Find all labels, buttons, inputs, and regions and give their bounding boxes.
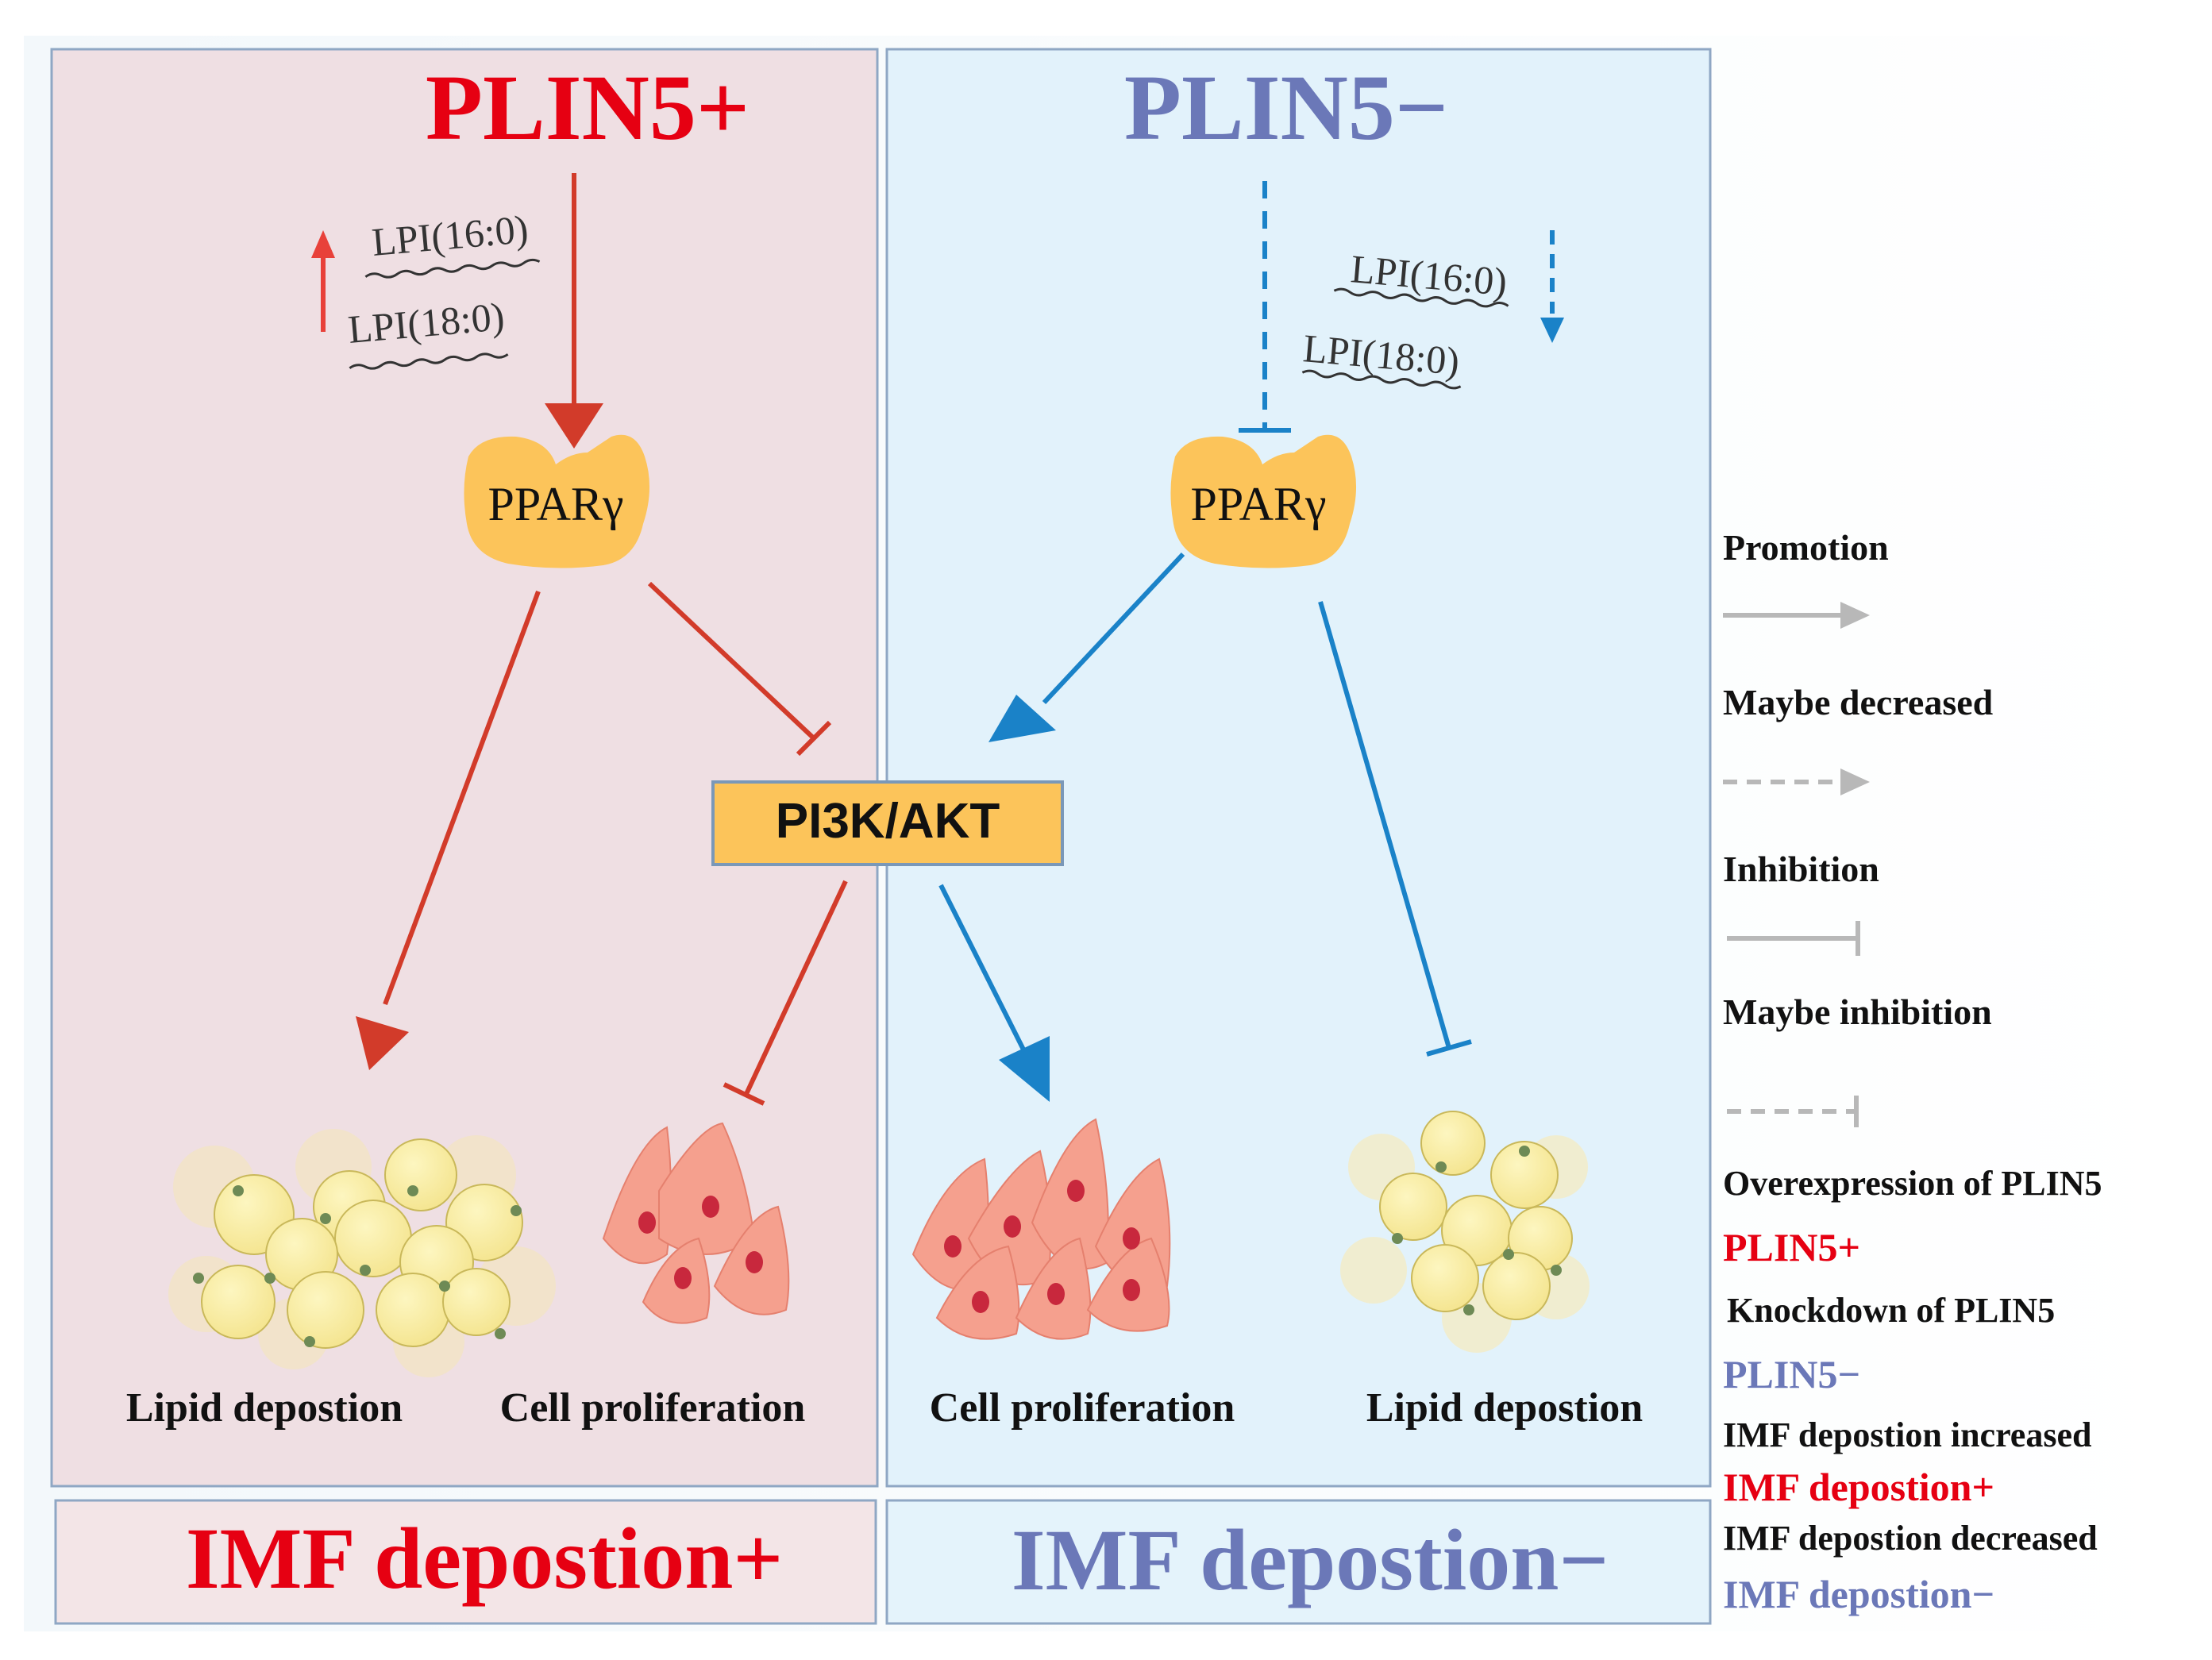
left-lipid-deposition-label: Lipid depostion (126, 1385, 403, 1431)
legend: Promotion Maybe decreased Inhibition May… (1723, 527, 2102, 1616)
right-pparg-receptor (1170, 434, 1357, 568)
right-ppar-inhibit-lipid (1318, 601, 1451, 1049)
right-ppar-to-pi3k-arrowhead (988, 695, 1056, 742)
legend-inhibition-label: Inhibition (1723, 849, 1879, 889)
left-panel-title: PLIN5+ (426, 56, 750, 160)
legend-imf-increased-label: IMF depostion increased (1723, 1415, 2091, 1454)
pi3k-akt-label: PI3K/AKT (776, 794, 1000, 849)
right-panel-title: PLIN5− (1124, 56, 1448, 160)
left-ppar-inhibit-pi3k (647, 581, 816, 741)
right-pi3k-to-prolif-arrow (938, 884, 1029, 1057)
right-pparg-label: PPARγ (1190, 478, 1326, 530)
right-lpi-18-underline (1301, 369, 1462, 390)
left-pi3k-inhibit-prolif-bar (723, 1082, 765, 1106)
legend-knockdown-label: Knockdown of PLIN5 (1727, 1291, 2055, 1330)
legend-overexpression-label: Overexpression of PLIN5 (1723, 1164, 2102, 1203)
left-ppar-to-lipid-arrow (383, 590, 541, 1006)
right-pi3k-to-prolif-arrowhead (999, 1036, 1050, 1102)
legend-maybe-inhibition-label: Maybe inhibition (1723, 992, 1992, 1032)
left-footer-label: IMF depostion+ (186, 1510, 783, 1607)
legend-imf-plus: IMF depostion+ (1723, 1465, 1994, 1509)
right-proliferation-cells-illustration (911, 1118, 1171, 1340)
left-pi3k-inhibit-prolif (744, 880, 848, 1096)
left-lpi-16-underline (364, 258, 541, 279)
right-footer-box (885, 1499, 1712, 1625)
left-ppar-inhibit-pi3k-bar (796, 720, 832, 757)
left-pparg-label: PPARγ (487, 478, 623, 530)
legend-imf-minus: IMF depostion− (1723, 1572, 1994, 1616)
right-footer-label: IMF depostion− (1012, 1512, 1609, 1608)
left-pparg-receptor (464, 434, 650, 568)
right-decrease-arrowhead (1540, 318, 1564, 343)
left-footer-box (54, 1499, 877, 1625)
legend-plin5-plus: PLIN5+ (1723, 1225, 1860, 1269)
right-ppar-to-pi3k-arrow (1042, 552, 1185, 705)
legend-promotion-arrowhead (1840, 602, 1870, 629)
pi3k-akt-box (711, 780, 1064, 866)
left-plin5-to-ppar-arrowhead (545, 403, 603, 449)
left-lpi-18-underline (349, 352, 509, 370)
legend-plin5-minus: PLIN5− (1723, 1352, 1860, 1396)
right-lpi-16-underline (1333, 287, 1509, 308)
left-cell-proliferation-label: Cell proliferation (500, 1385, 806, 1431)
left-proliferation-cells-illustration (602, 1122, 790, 1324)
left-ppar-to-lipid-arrowhead (356, 1016, 409, 1070)
legend-promotion-label: Promotion (1723, 527, 1889, 568)
legend-maybe-decreased-label: Maybe decreased (1723, 682, 1994, 722)
left-increase-arrowhead (311, 230, 335, 258)
legend-imf-decreased-label: IMF depostion decreased (1723, 1519, 2098, 1558)
right-fat-cells-illustration (1340, 1111, 1590, 1353)
right-lipid-deposition-label: Lipid depostion (1366, 1385, 1643, 1431)
right-ppar-inhibit-lipid-bar (1426, 1039, 1472, 1057)
legend-maybe-decreased-arrowhead (1840, 768, 1870, 795)
left-fat-cells-illustration (168, 1129, 556, 1377)
right-cell-proliferation-label: Cell proliferation (930, 1385, 1235, 1431)
